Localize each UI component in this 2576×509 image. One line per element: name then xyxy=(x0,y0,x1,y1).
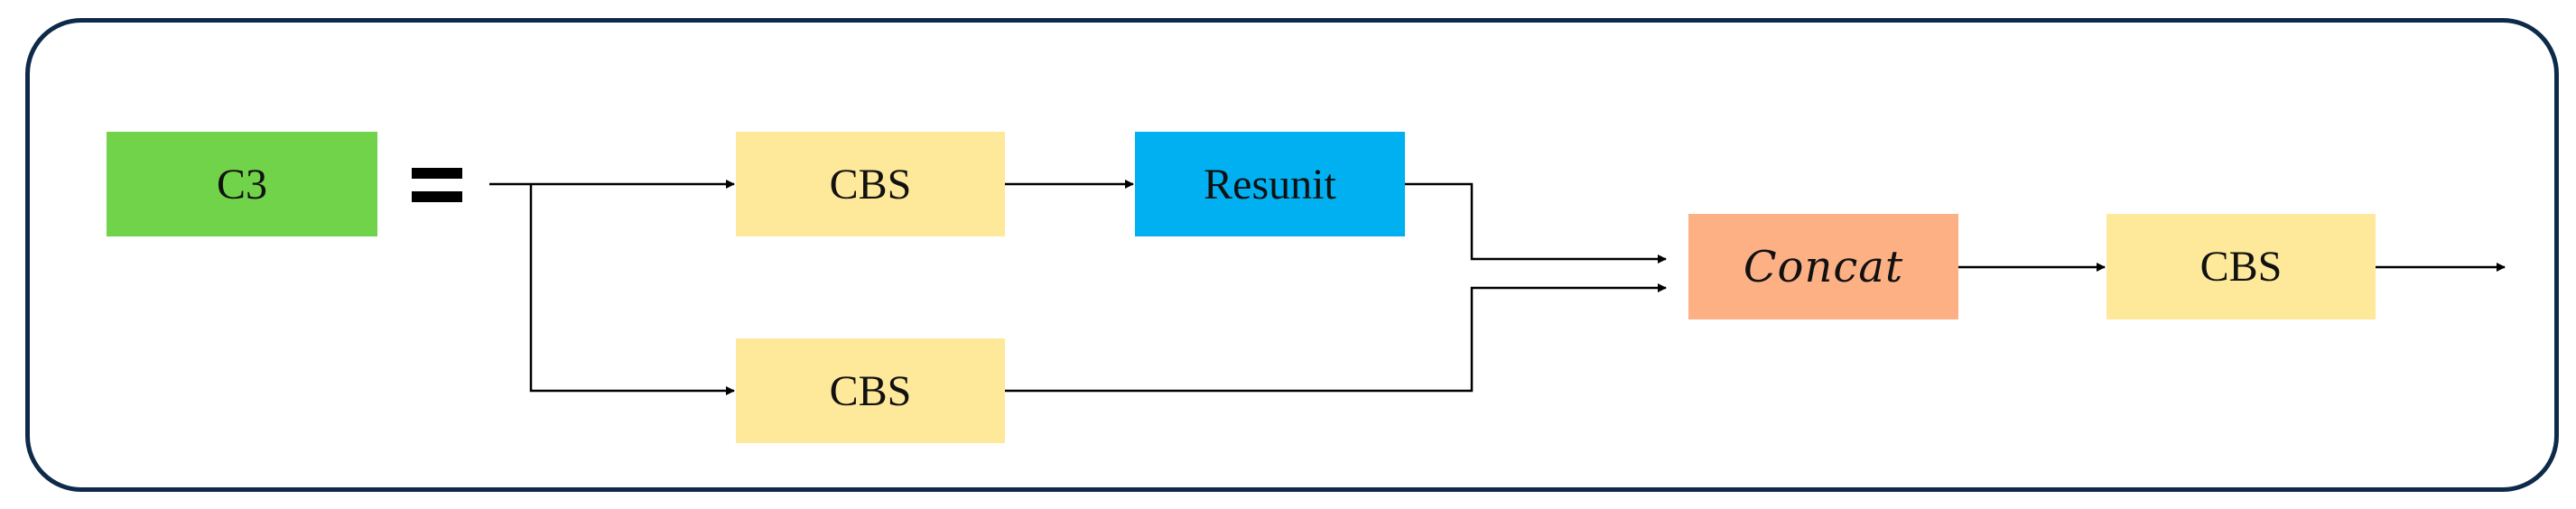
resunit-label: Resunit xyxy=(1204,160,1336,208)
arrow-split-to-cbs-bottom xyxy=(529,184,735,395)
cbs-top-block: CBS xyxy=(736,132,1005,236)
cbs-output-block: CBS xyxy=(2106,214,2376,319)
cbs-output-label: CBS xyxy=(2199,243,2283,291)
diagram-frame xyxy=(25,18,2559,492)
concat-label: Concat xyxy=(1743,241,1904,292)
cbs-bottom-label: CBS xyxy=(829,366,912,415)
arrow-cbs-bottom-to-concat xyxy=(1005,283,1667,393)
equals-sign xyxy=(412,168,462,202)
resunit-block: Resunit xyxy=(1135,132,1405,236)
cbs-bottom-block: CBS xyxy=(736,338,1005,443)
c3-block: C3 xyxy=(107,132,377,236)
arrow-resunit-to-concat xyxy=(1405,182,1667,264)
concat-block: Concat xyxy=(1688,214,1958,319)
cbs-top-label: CBS xyxy=(829,160,912,208)
c3-label: C3 xyxy=(216,160,267,208)
